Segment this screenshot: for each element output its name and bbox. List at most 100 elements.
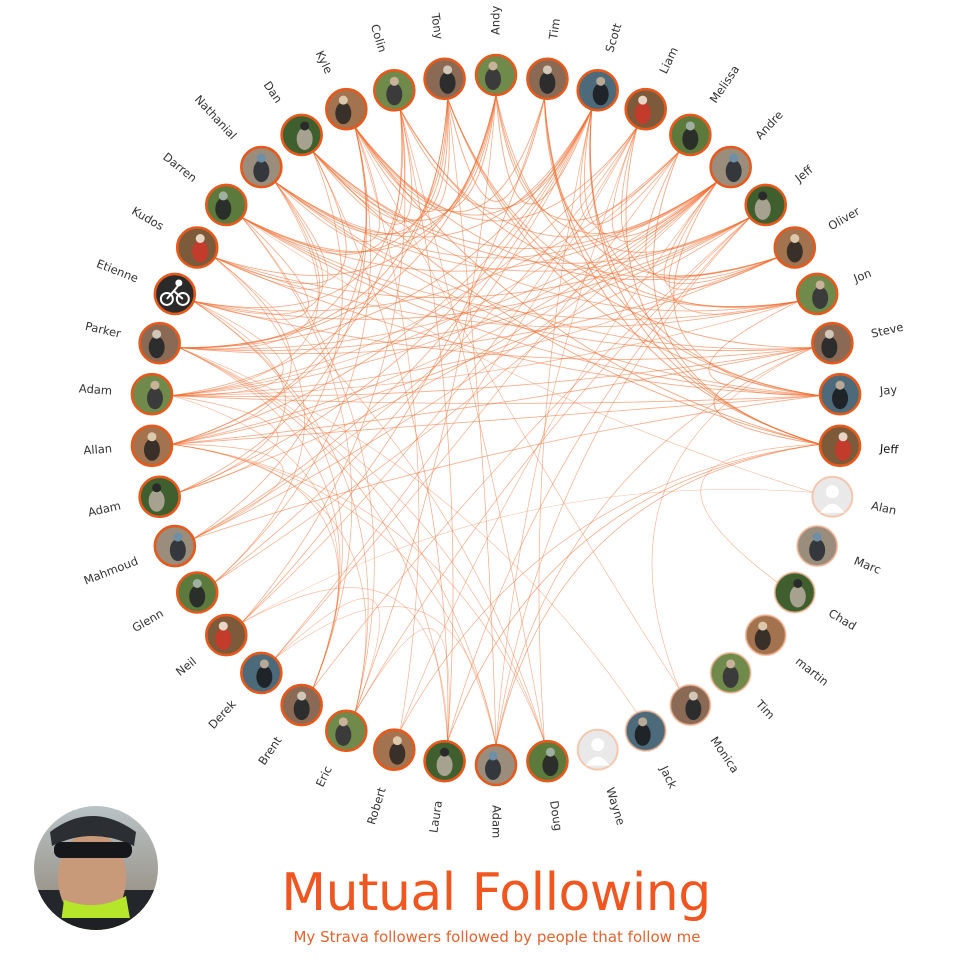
photo-figure xyxy=(485,68,501,90)
follow-link xyxy=(354,94,497,713)
follower-name-label: Adam xyxy=(87,498,123,519)
follow-link xyxy=(241,587,448,742)
photo-figure xyxy=(169,539,186,562)
follow-link xyxy=(645,151,778,285)
photo-face xyxy=(440,747,450,757)
follower-node[interactable]: Monica xyxy=(669,684,742,775)
follower-node[interactable]: Scott xyxy=(576,21,625,112)
follower-node[interactable]: Robert xyxy=(364,728,416,827)
follower-node[interactable]: Glenn xyxy=(130,571,219,636)
follower-name-label: Melissa xyxy=(707,63,742,106)
follow-link xyxy=(274,98,449,235)
follower-node[interactable]: Derek xyxy=(205,651,283,732)
follower-node[interactable]: Kudos xyxy=(129,204,219,269)
photo-figure xyxy=(436,754,453,777)
follower-node[interactable]: Adam xyxy=(87,475,181,520)
follow-link xyxy=(214,181,718,583)
follower-node[interactable]: Dan xyxy=(261,79,323,157)
follower-name-label: Kyle xyxy=(313,48,336,76)
follow-link xyxy=(214,127,371,583)
follower-node[interactable]: Eric xyxy=(313,709,368,789)
follower-node[interactable]: Wayne xyxy=(576,728,628,827)
follow-link xyxy=(241,489,813,623)
follower-node[interactable]: Jack xyxy=(624,709,680,791)
follower-node[interactable]: Brent xyxy=(255,683,323,768)
follower-name-label: Liam xyxy=(656,45,681,76)
follow-link xyxy=(241,98,449,253)
follower-name-label: Wayne xyxy=(603,786,628,827)
follower-node[interactable]: Jon xyxy=(795,266,873,316)
follower-name-label: Derek xyxy=(205,697,239,732)
follower-node[interactable]: Nathanial xyxy=(192,92,283,189)
photo-figure xyxy=(256,665,273,688)
follower-node[interactable]: Kyle xyxy=(313,48,368,131)
follow-link xyxy=(312,98,449,222)
follower-node[interactable]: Allan xyxy=(83,424,174,468)
follower-node[interactable]: Chad xyxy=(773,571,859,633)
photo-face xyxy=(147,432,157,442)
photo-figure xyxy=(335,723,352,746)
photo-figure xyxy=(832,387,849,410)
follower-node[interactable]: Liam xyxy=(624,45,681,131)
follower-node[interactable]: Parker xyxy=(84,319,181,365)
follow-link xyxy=(178,347,638,713)
photo-figure xyxy=(682,127,699,150)
photo-face xyxy=(685,121,695,131)
follower-name-label: Robert xyxy=(364,785,389,826)
follower-node[interactable]: Alan xyxy=(811,475,898,518)
follower-node[interactable]: Colin xyxy=(368,22,416,112)
follower-name-label: Kudos xyxy=(129,204,166,233)
follow-link xyxy=(171,395,821,445)
photo-face xyxy=(297,691,307,701)
follower-node[interactable]: Doug xyxy=(526,739,569,832)
follower-node[interactable]: martin xyxy=(744,614,832,689)
follower-node[interactable]: Jeff xyxy=(744,162,817,227)
follow-link xyxy=(274,109,593,238)
follower-node[interactable]: Andy xyxy=(474,6,518,97)
follow-link xyxy=(193,151,343,540)
follower-node[interactable]: Adam xyxy=(78,372,174,416)
follow-link xyxy=(178,109,593,493)
follower-node[interactable]: Tony xyxy=(423,11,466,101)
follower-node[interactable]: Oliver xyxy=(773,204,863,269)
photo-figure xyxy=(634,102,651,125)
photo-face xyxy=(726,659,736,669)
follow-link xyxy=(312,151,799,312)
photo-face xyxy=(815,280,825,290)
follow-link xyxy=(399,443,821,731)
photo-face xyxy=(545,747,555,757)
follower-name-label: Jay xyxy=(878,382,897,397)
follower-node[interactable]: Marc xyxy=(796,525,883,577)
follower-node[interactable]: Steve xyxy=(811,320,905,365)
follower-name-label: martin xyxy=(793,654,831,689)
photo-face xyxy=(793,579,803,588)
follower-node[interactable]: Neil xyxy=(173,613,248,679)
follow-link xyxy=(354,109,593,216)
follower-node[interactable]: Adam xyxy=(474,743,518,838)
follower-node[interactable]: Darren xyxy=(160,150,248,227)
follower-node[interactable]: Andre xyxy=(709,108,786,189)
photo-face xyxy=(542,65,552,75)
photo-figure xyxy=(189,585,206,608)
follower-node[interactable]: Tim xyxy=(526,17,569,101)
follower-node[interactable]: Jay xyxy=(818,372,898,416)
follower-name-label: Jack xyxy=(657,763,680,791)
follow-link xyxy=(538,109,593,742)
follow-link xyxy=(214,257,799,328)
follower-node[interactable]: Etienne xyxy=(95,256,197,316)
follower-name-label: Jeff xyxy=(792,162,817,186)
follow-link xyxy=(171,443,367,713)
photo-face xyxy=(259,659,269,669)
follower-node[interactable]: Tim xyxy=(709,651,778,722)
follower-node[interactable]: Melissa xyxy=(669,63,742,157)
follower-node[interactable]: Laura xyxy=(423,739,466,834)
person-placeholder-icon xyxy=(591,738,605,752)
follow-link xyxy=(399,109,593,209)
follow-link xyxy=(214,181,329,290)
person-placeholder-body xyxy=(820,503,845,513)
follower-node[interactable]: Mahmoud xyxy=(82,524,197,588)
follower-name-label: Marc xyxy=(852,554,883,577)
follower-node[interactable]: Jeff xyxy=(818,424,900,468)
follow-link xyxy=(214,217,751,299)
